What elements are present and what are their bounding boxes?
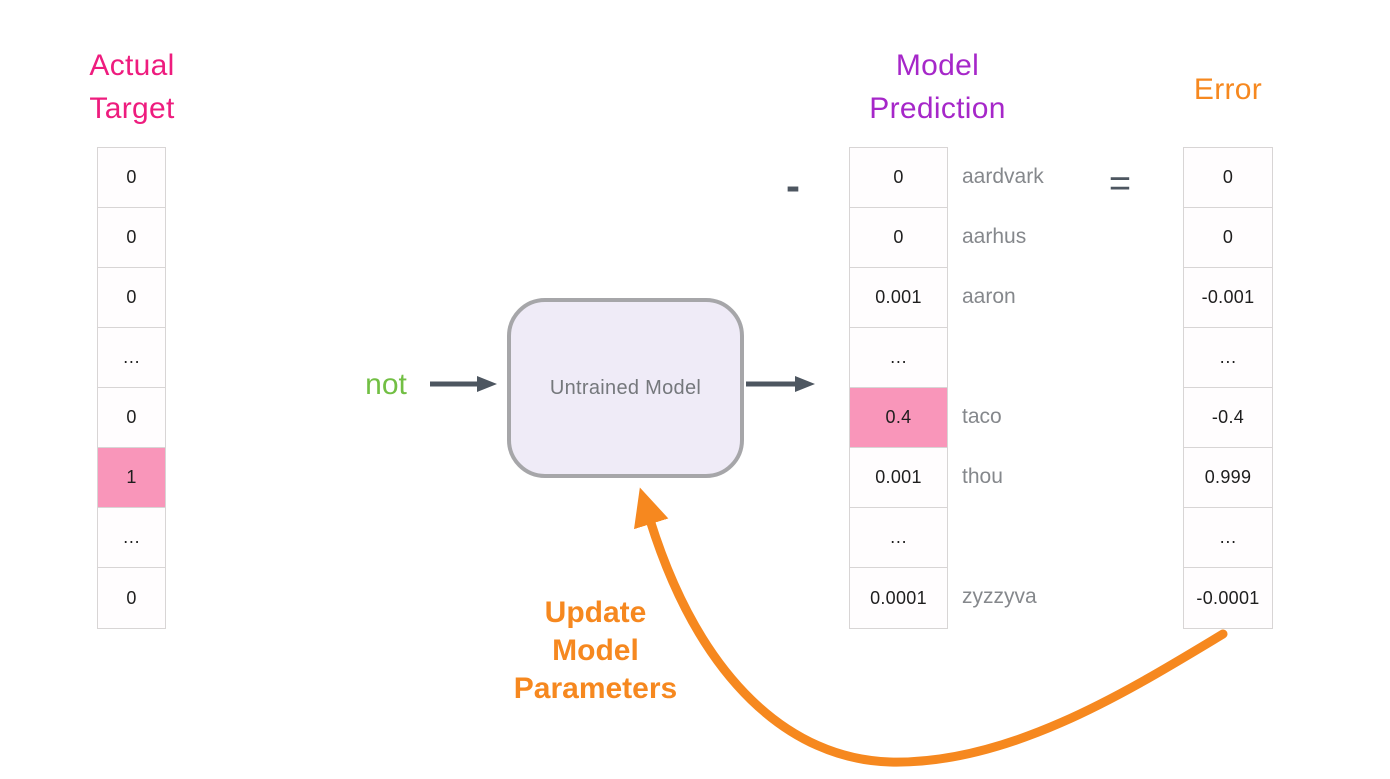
word-label-aaron: aaron xyxy=(962,285,1016,308)
vector-cell-ellipsis: … xyxy=(1184,328,1272,388)
vector-cell-ellipsis: … xyxy=(98,508,165,568)
vector-cell: 0 xyxy=(1184,208,1272,268)
word-label-blank xyxy=(962,327,1142,387)
actual-target-vector: 0 0 0 … 0 1 … 0 xyxy=(97,147,166,629)
prediction-vector: 0 0 0.001 … 0.4 0.001 … 0.0001 xyxy=(849,147,948,629)
update-label-line2: Model xyxy=(552,634,639,667)
word-label-aarhus: aarhus xyxy=(962,225,1027,248)
vector-cell-target-one: 1 xyxy=(98,448,165,508)
model-prediction-title-line2: Prediction xyxy=(869,92,1006,125)
vector-cell: 0 xyxy=(850,208,947,268)
minus-operator: - xyxy=(786,162,800,209)
vector-cell: 0 xyxy=(98,208,165,268)
vector-cell: -0.001 xyxy=(1184,268,1272,328)
vector-cell: 0.0001 xyxy=(850,568,947,628)
vector-cell: 0 xyxy=(98,268,165,328)
actual-target-title: Actual Target xyxy=(57,44,207,130)
actual-target-title-line1: Actual xyxy=(89,49,175,82)
vector-cell-ellipsis: … xyxy=(98,328,165,388)
vector-cell: 0 xyxy=(1184,148,1272,208)
error-vector: 0 0 -0.001 … -0.4 0.999 … -0.0001 xyxy=(1183,147,1273,629)
vector-cell: 0.001 xyxy=(850,268,947,328)
input-word: not xyxy=(365,368,407,401)
untrained-model-label: Untrained Model xyxy=(549,376,702,399)
vector-cell: 0 xyxy=(98,388,165,448)
vector-cell: 0.001 xyxy=(850,448,947,508)
update-label-line3: Parameters xyxy=(513,672,678,705)
model-prediction-title-line1: Model xyxy=(895,49,980,82)
actual-target-title-line2: Target xyxy=(89,92,175,125)
error-title: Error xyxy=(1193,73,1263,106)
vector-cell-ellipsis: … xyxy=(850,508,947,568)
vector-cell-prediction-taco: 0.4 xyxy=(850,388,947,448)
vector-cell: 0 xyxy=(850,148,947,208)
model-prediction-title: Model Prediction xyxy=(830,44,1045,130)
vector-cell-ellipsis: … xyxy=(850,328,947,388)
vector-cell: -0.0001 xyxy=(1184,568,1272,628)
vocabulary-labels: aardvark aarhus aaron taco thou zyzzyva xyxy=(962,147,1142,627)
word-label-taco: taco xyxy=(962,405,1002,428)
untrained-model-box: Untrained Model xyxy=(507,298,744,478)
vector-cell: -0.4 xyxy=(1184,388,1272,448)
word-label-thou: thou xyxy=(962,465,1003,488)
vector-cell: 0.999 xyxy=(1184,448,1272,508)
vector-cell: 0 xyxy=(98,568,165,628)
word-label-zyzzyva: zyzzyva xyxy=(962,585,1037,608)
word-label-blank xyxy=(962,507,1142,567)
word-label-aardvark: aardvark xyxy=(962,165,1044,188)
equals-operator: = xyxy=(1108,163,1132,205)
vector-cell: 0 xyxy=(98,148,165,208)
update-label-line1: Update xyxy=(544,596,647,629)
vector-cell-ellipsis: … xyxy=(1184,508,1272,568)
update-model-parameters-label: Update Model Parameters xyxy=(468,594,723,708)
